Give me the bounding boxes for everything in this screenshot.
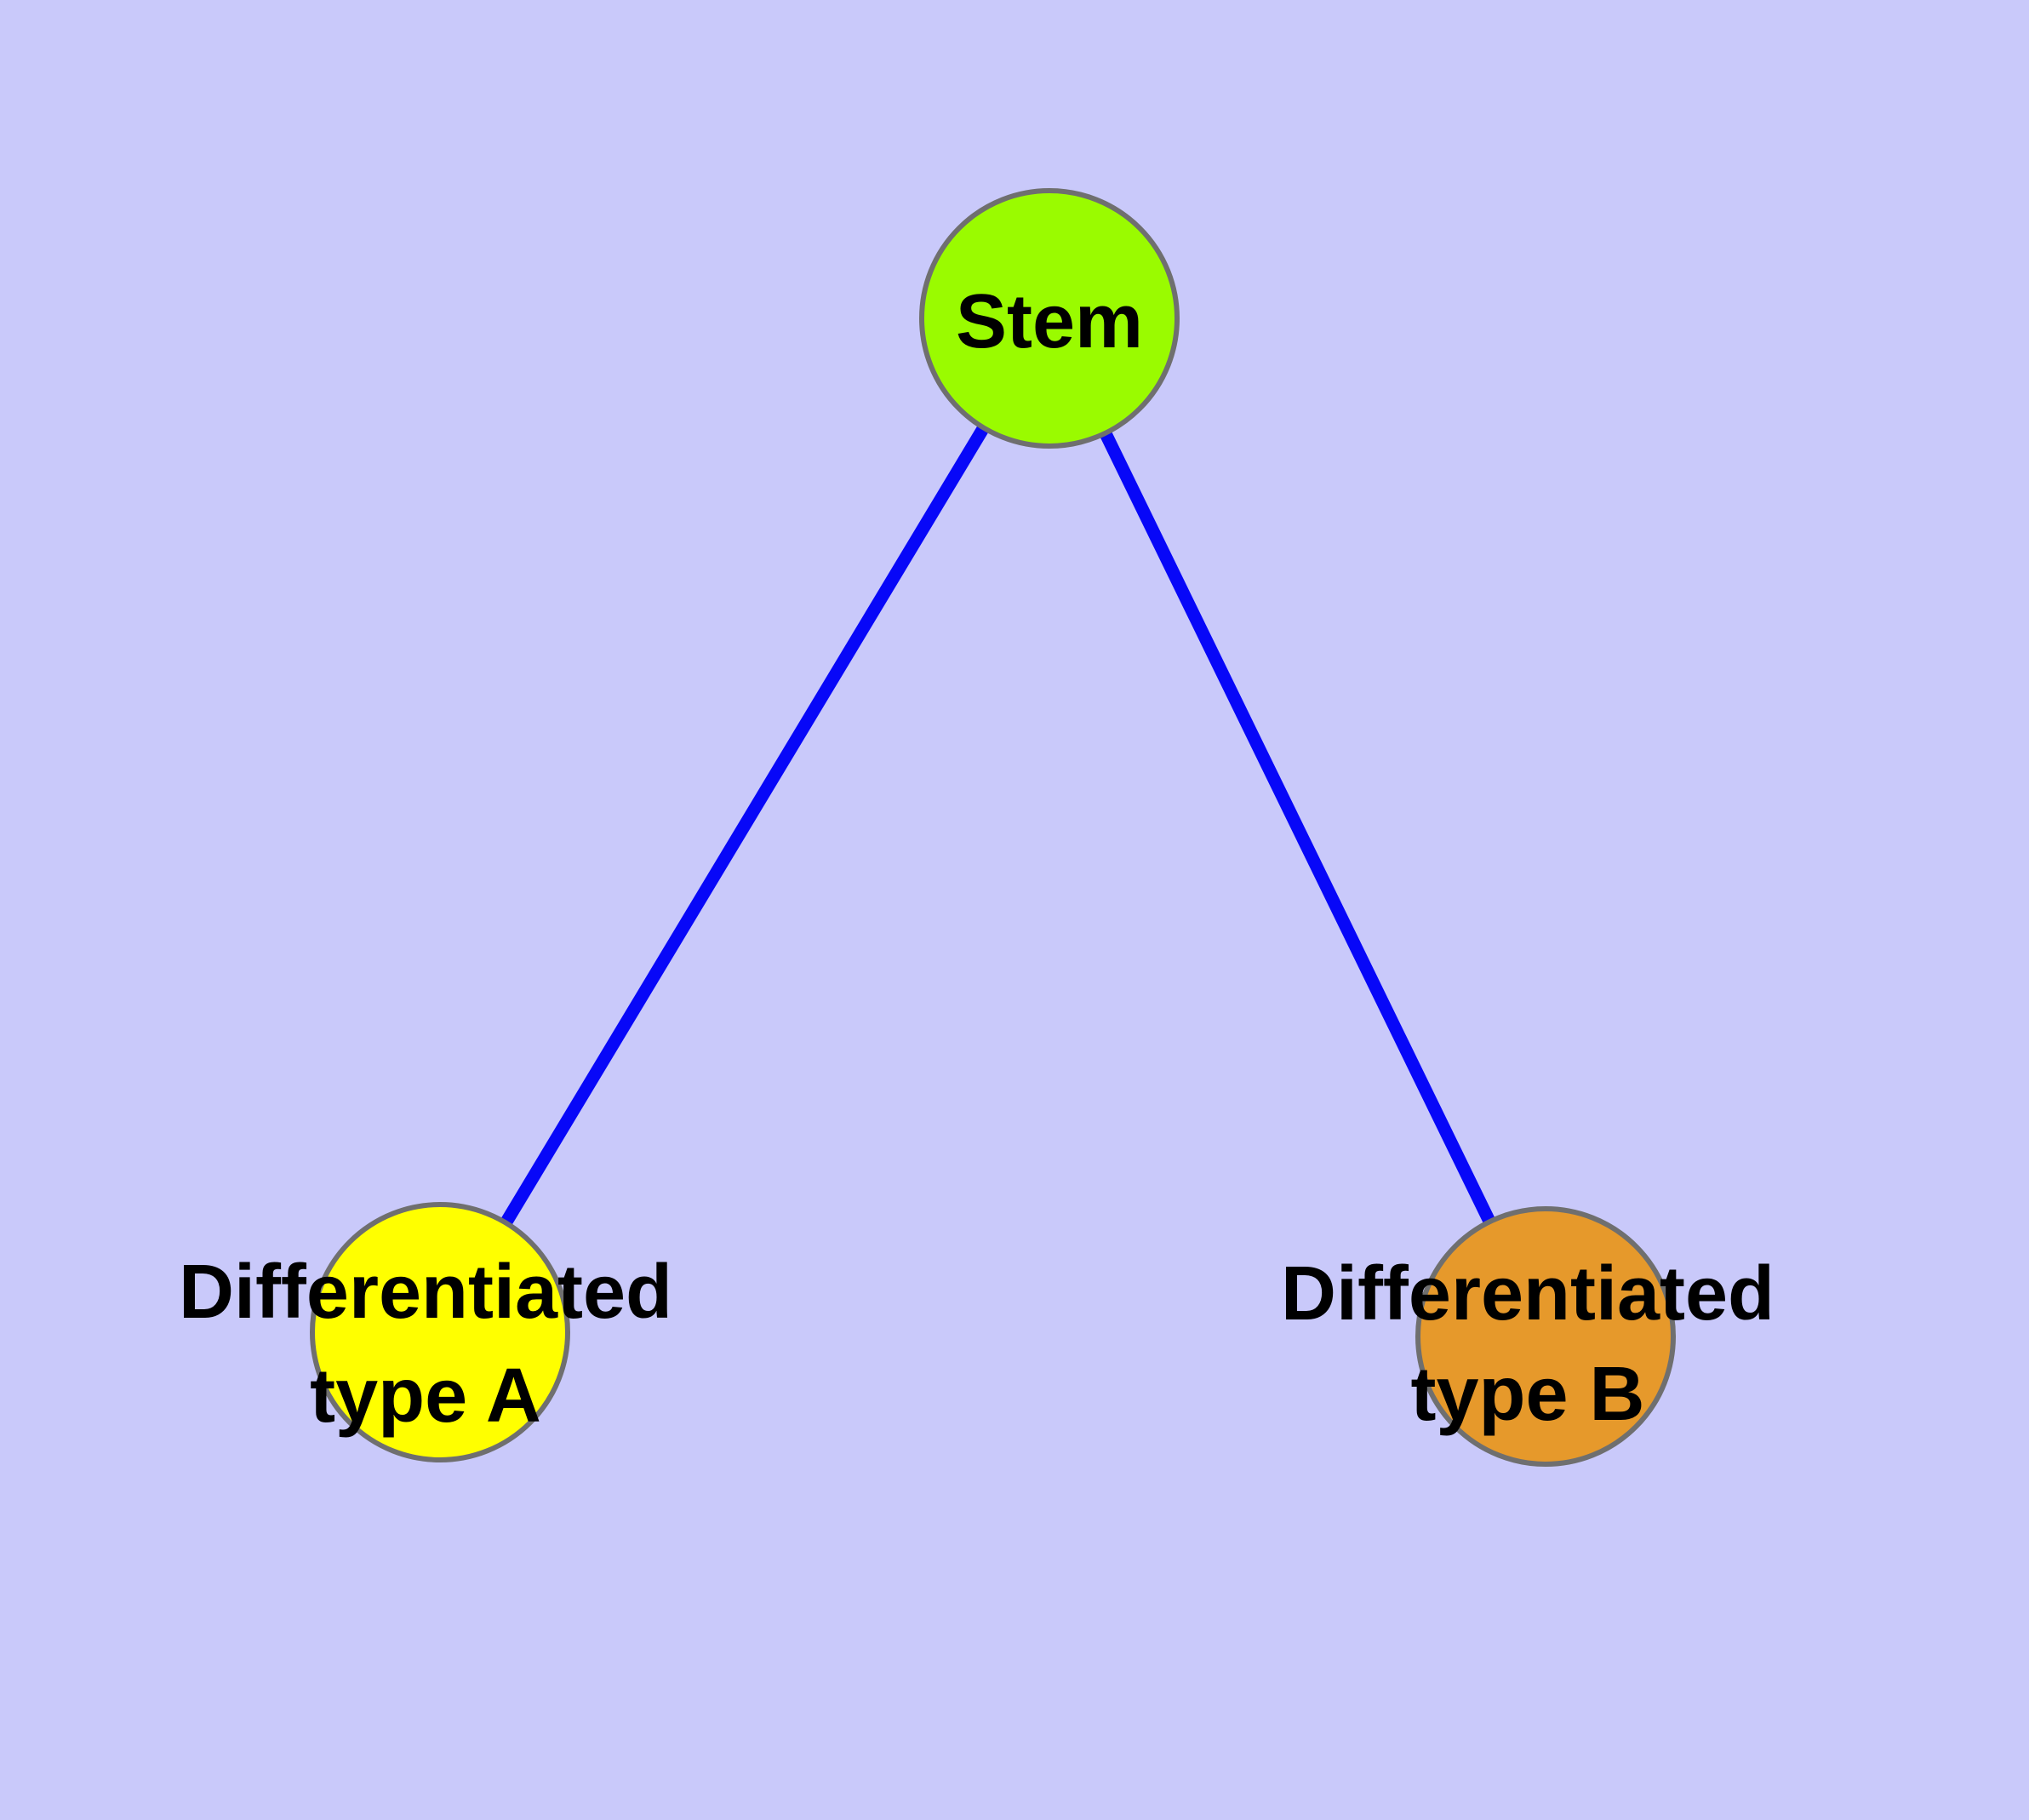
edge-stem-to-type-b xyxy=(1043,315,1552,1340)
node-type-b-label-line1: Differentiated xyxy=(1281,1251,1775,1336)
node-type-a-label-line2: type A xyxy=(310,1354,541,1439)
node-stem-label: Stem xyxy=(956,279,1143,364)
node-stem-circle xyxy=(919,188,1180,449)
node-type-b-circle xyxy=(1415,1206,1676,1467)
node-type-a-circle xyxy=(310,1202,570,1462)
node-type-a-label-line1: Differentiated xyxy=(179,1250,672,1335)
edge-stem-to-type-a xyxy=(434,315,1055,1336)
node-type-b-label-line2: type B xyxy=(1410,1352,1644,1437)
